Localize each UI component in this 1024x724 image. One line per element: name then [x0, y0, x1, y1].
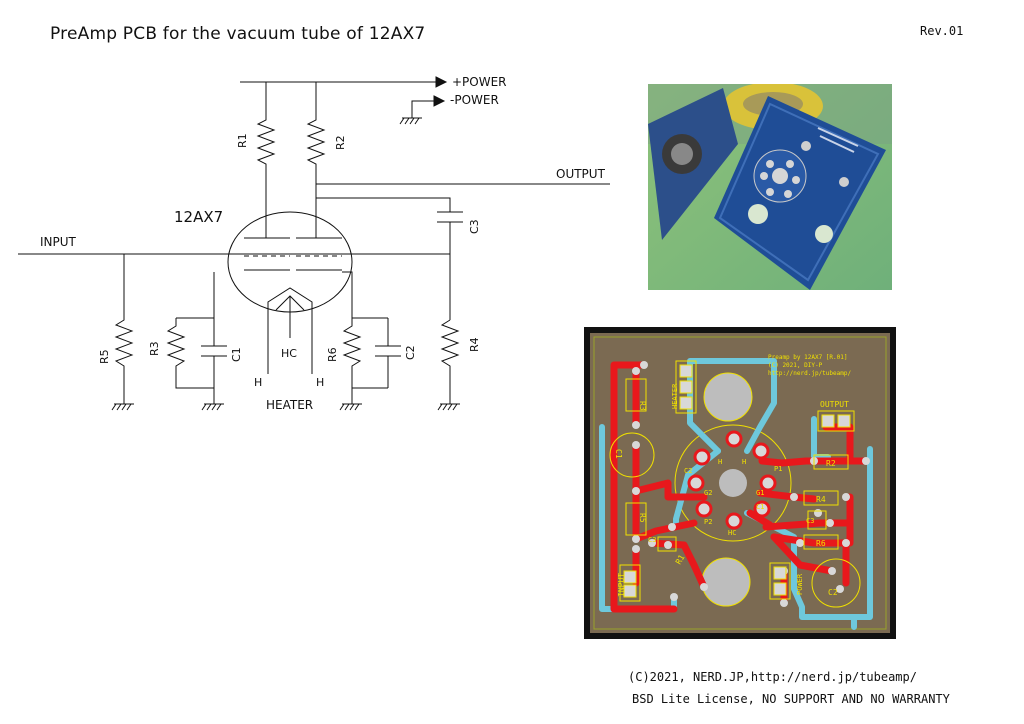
schematic-diagram: +POWER -POWER OUTPUT INPUT 12AX7 HEATER … — [18, 75, 610, 412]
pcb-c3-label: C3 — [806, 517, 814, 525]
c2-label: C2 — [404, 345, 417, 360]
output-label: OUTPUT — [556, 167, 606, 181]
heater-h1-label: H — [254, 376, 262, 389]
r4-label: R4 — [468, 337, 481, 352]
pcb-heater-label: HEATER — [671, 383, 679, 409]
tube-label: 12AX7 — [174, 208, 223, 226]
pcb-power-label: POWER — [796, 573, 804, 595]
pcb-url: http://nerd.jp/tubeamp/ — [768, 370, 851, 377]
pcb-pin-g1: G1 — [756, 489, 764, 497]
pcb-pin-hc: HC — [728, 529, 736, 537]
pcb-output-label: OUTPUT — [820, 400, 849, 409]
pcb-c3b-label: C3 — [648, 536, 656, 544]
pcb-credit: Preamp by 12AX7 [R.01] — [768, 354, 847, 361]
pcb-pin-c1: C1 — [756, 503, 764, 511]
pcb-pin-h1: H — [718, 458, 722, 466]
pcb-r4-label: R4 — [816, 495, 826, 504]
r5-label: R5 — [98, 349, 111, 364]
pcb-pin-p2: P2 — [704, 518, 712, 526]
pcb-pin-g2: G2 — [704, 489, 712, 497]
pcb-r1-label: R1 — [674, 553, 687, 566]
pcb-photo — [648, 84, 892, 290]
footer-license: BSD Lite License, NO SUPPORT AND NO WARR… — [632, 692, 950, 706]
revision-label: Rev.01 — [920, 24, 964, 38]
c1-label: C1 — [230, 347, 243, 362]
heater-label: HEATER — [266, 398, 313, 412]
r6-label: R6 — [326, 347, 339, 362]
pcb-copyright: (C) 2021, DIY-P — [768, 362, 823, 369]
power-plus-label: +POWER — [452, 75, 507, 89]
pcb-r3-label: R3 — [638, 401, 647, 411]
pcb-pin-c2: C2 — [684, 467, 692, 475]
input-label: INPUT — [40, 235, 77, 249]
pcb-pin-p1: P1 — [774, 465, 782, 473]
pcb-c1-label: C1 — [614, 449, 623, 459]
r1-label: R1 — [236, 133, 249, 148]
power-minus-label: -POWER — [450, 93, 499, 107]
c3-label: C3 — [468, 219, 481, 234]
r3-label: R3 — [148, 341, 161, 356]
r2-label: R2 — [334, 135, 347, 150]
pcb-c2-label: C2 — [828, 588, 838, 597]
heater-h2-label: H — [316, 376, 324, 389]
page-title: PreAmp PCB for the vacuum tube of 12AX7 — [50, 24, 426, 44]
pcb-layout: Preamp by 12AX7 [R.01] (C) 2021, DIY-P h… — [584, 327, 896, 639]
pcb-r5-label: R5 — [638, 513, 647, 523]
pcb-pin-h2: H — [742, 458, 746, 466]
pcb-r6-label: R6 — [816, 539, 826, 548]
footer-copyright: (C)2021, NERD.JP,http://nerd.jp/tubeamp/ — [628, 670, 917, 684]
pcb-r2-label: R2 — [826, 459, 836, 468]
hc-label: HC — [281, 347, 297, 360]
pcb-input-label: INPUT — [617, 573, 626, 597]
